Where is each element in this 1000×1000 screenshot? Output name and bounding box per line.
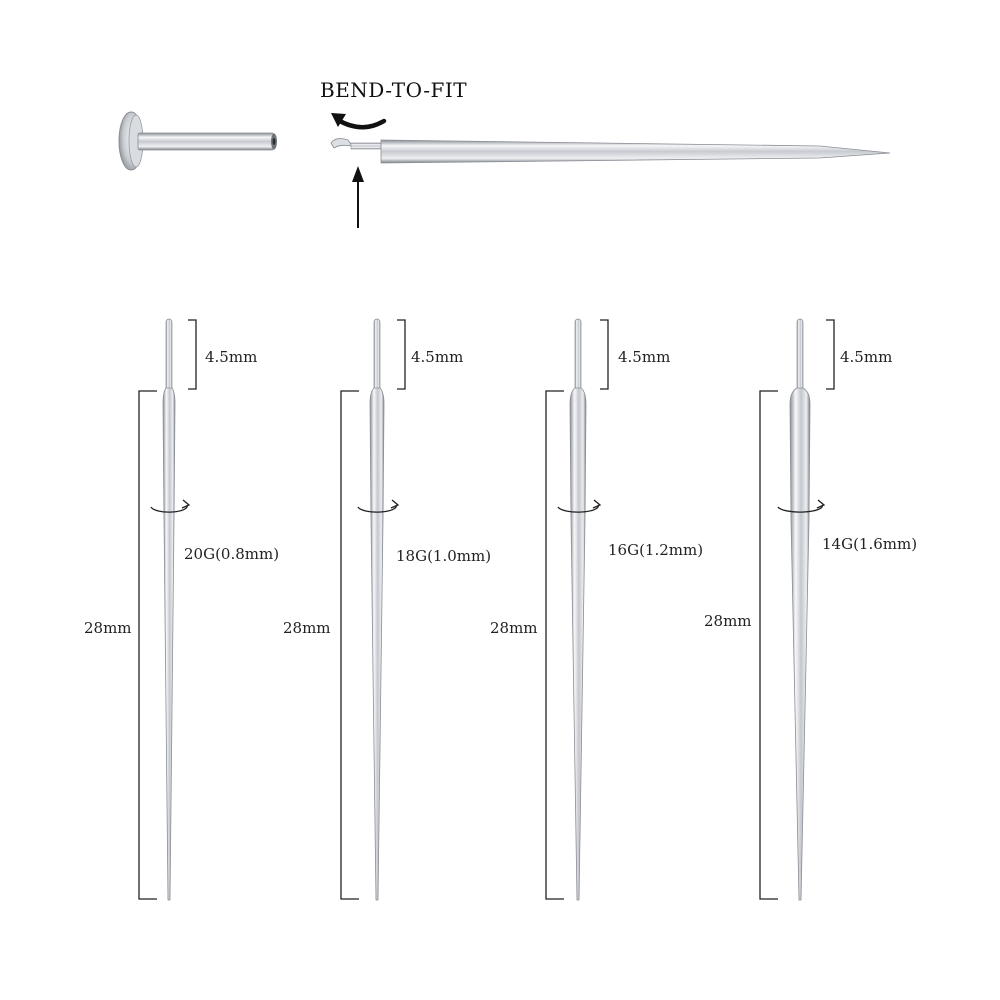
tip-length-label: 4.5mm bbox=[840, 348, 892, 366]
tip-length-label: 4.5mm bbox=[411, 348, 463, 366]
tip-length-label: 4.5mm bbox=[618, 348, 670, 366]
pin-shaft bbox=[162, 387, 176, 901]
length-label: 28mm bbox=[283, 619, 331, 637]
rotation-icon bbox=[150, 504, 188, 513]
pin-shaft bbox=[369, 387, 385, 901]
pin-2: 4.5mm 18G(1.0mm) 28mm bbox=[283, 318, 491, 901]
tip-dimension-bracket bbox=[188, 319, 197, 390]
pin-tip-post bbox=[373, 318, 381, 393]
labret-shaft bbox=[137, 132, 275, 151]
tip-dimension-bracket bbox=[600, 319, 609, 390]
rotation-icon bbox=[357, 504, 397, 513]
length-label: 28mm bbox=[490, 619, 538, 637]
pin-1: 4.5mm 20G(0.8mm) 28mm bbox=[84, 318, 279, 901]
pin-3: 4.5mm 16G(1.2mm) 28mm bbox=[490, 318, 703, 901]
pin-shaft bbox=[380, 139, 891, 164]
gauge-label: 14G(1.6mm) bbox=[822, 535, 917, 553]
gauge-label: 16G(1.2mm) bbox=[608, 541, 703, 559]
gauge-label: 18G(1.0mm) bbox=[396, 547, 491, 565]
bent-tip bbox=[330, 138, 353, 149]
length-dimension-bracket bbox=[545, 390, 564, 900]
pin-shaft bbox=[789, 387, 811, 901]
pin-tip-post bbox=[165, 318, 173, 393]
rotation-icon bbox=[557, 504, 599, 513]
tip-dimension-bracket bbox=[826, 319, 835, 390]
bend-to-fit-label: BEND-TO-FIT bbox=[320, 78, 467, 102]
length-dimension-bracket bbox=[759, 390, 778, 900]
pin-shaft bbox=[569, 387, 587, 901]
rotation-icon bbox=[777, 504, 823, 513]
tip-length-label: 4.5mm bbox=[205, 348, 257, 366]
pin-tip-post bbox=[796, 318, 804, 393]
pin-4: 4.5mm 14G(1.6mm) 28mm bbox=[704, 318, 917, 901]
labret-post bbox=[118, 111, 277, 171]
bend-arrow-icon bbox=[335, 117, 387, 130]
length-label: 28mm bbox=[704, 612, 752, 630]
tip-dimension-bracket bbox=[397, 319, 406, 390]
gauge-label: 20G(0.8mm) bbox=[184, 545, 279, 563]
threadless-pin-horizontal bbox=[330, 138, 891, 164]
length-label: 28mm bbox=[84, 619, 132, 637]
length-dimension-bracket bbox=[340, 390, 359, 900]
pin-tip-post bbox=[574, 318, 582, 393]
pins-row: 4.5mm20G(0.8mm)28mm4.5mm18G(1.0mm)28mm4.… bbox=[84, 318, 917, 901]
length-dimension-bracket bbox=[138, 390, 157, 900]
